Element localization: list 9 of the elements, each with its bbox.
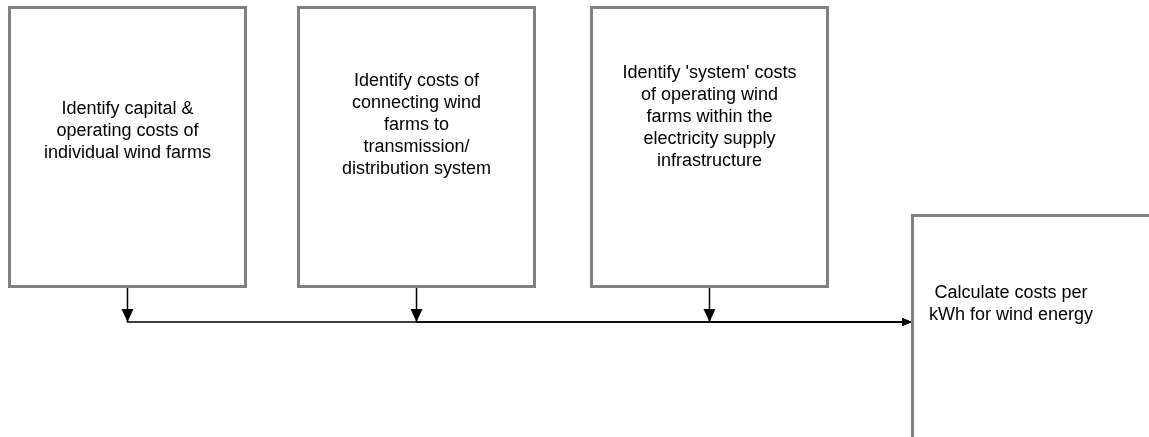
arrow [703,287,912,326]
process-box [590,6,829,288]
process-box [297,6,536,288]
box-text: Identify capital & operating costs of individual wind farms [42,97,213,163]
process-box [8,6,247,288]
box-text: Identify 'system' costs of operating wind farms within the electricity supply infrastructure [621,61,798,171]
box-text: Calculate costs per kWh for wind energy [927,281,1095,325]
process-box [911,214,1149,437]
box-text: Identify costs of connecting wind farms to transmission/ distribution system [340,69,493,179]
